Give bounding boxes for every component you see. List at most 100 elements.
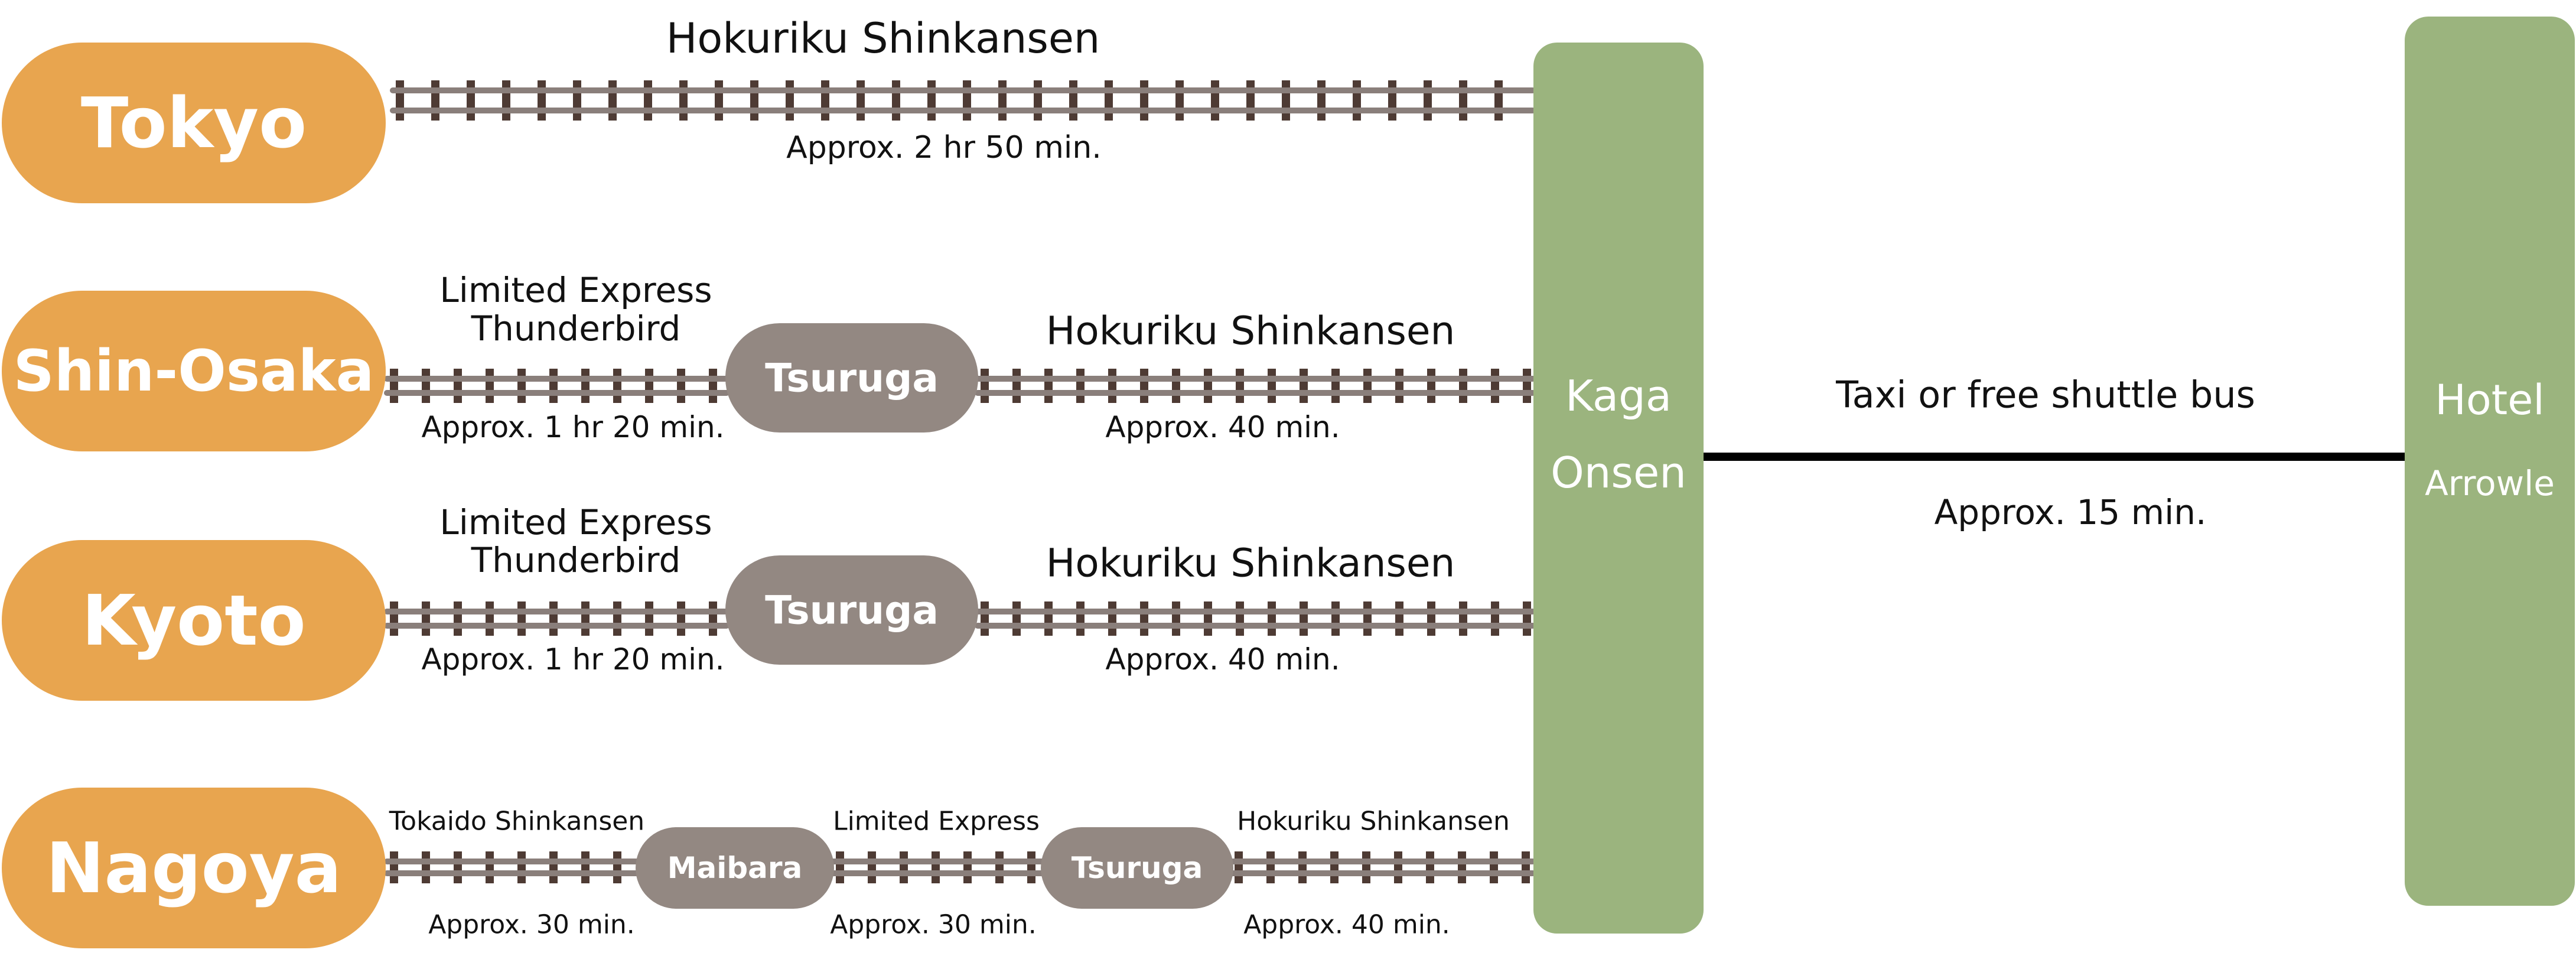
- rail-tie: [608, 80, 617, 121]
- rail-tie: [1105, 80, 1113, 121]
- rail-tie: [422, 851, 430, 883]
- rail-tie: [613, 851, 621, 883]
- rail-tie: [1076, 369, 1085, 403]
- rail-tie: [1027, 851, 1035, 883]
- origin-kyoto: Kyoto: [2, 540, 386, 701]
- rail-tie: [644, 80, 652, 121]
- rail-tie: [549, 601, 558, 636]
- rail-tie: [709, 369, 717, 403]
- rail-tie: [613, 601, 621, 636]
- rail-tie: [1266, 851, 1275, 883]
- rail-tie: [1246, 80, 1255, 121]
- origin-tokyo: Tokyo: [2, 43, 386, 203]
- rail-tie: [963, 851, 972, 883]
- rail-tie: [1424, 80, 1432, 121]
- rail-tie: [981, 369, 989, 403]
- track-shin-osaka-2: [975, 369, 1536, 403]
- rail-tie: [517, 601, 526, 636]
- kaga-onsen-label-1: Kaga: [1565, 371, 1672, 421]
- transport-mode-label: Taxi or free shuttle bus: [1835, 373, 2255, 417]
- rail-tie: [709, 601, 717, 636]
- rail-tie: [573, 80, 581, 121]
- hotel-label-2: Arrowle: [2425, 463, 2555, 503]
- line-label: Limited Express: [439, 270, 712, 310]
- rail-tie: [1459, 369, 1467, 403]
- rail-tie: [1491, 601, 1499, 636]
- rail-tie: [1108, 369, 1116, 403]
- rail-tie: [581, 369, 590, 403]
- rail-tie: [1268, 601, 1276, 636]
- transfer-label: Tsuruga: [765, 356, 939, 401]
- transfer-box: [725, 555, 978, 665]
- rail-tie: [645, 369, 653, 403]
- rail-tie: [549, 369, 558, 403]
- rail-tie: [1034, 80, 1042, 121]
- rail-tie: [1394, 851, 1402, 883]
- rail-tie: [1459, 80, 1467, 121]
- rail-tie: [422, 601, 430, 636]
- rail-tie: [1427, 601, 1435, 636]
- rail-tracks: [384, 80, 1536, 883]
- rail-tie: [431, 80, 439, 121]
- rail-tie: [454, 369, 462, 403]
- rail-tie: [613, 369, 621, 403]
- rail-tie: [390, 601, 398, 636]
- origin-box: [2, 788, 386, 948]
- rail-tie: [857, 80, 865, 121]
- rail-tie: [1459, 601, 1467, 636]
- hotel-label-1: Hotel: [2435, 376, 2544, 424]
- rail-tie: [538, 80, 546, 121]
- line-label: Thunderbird: [471, 540, 681, 580]
- rail-tie: [1140, 601, 1148, 636]
- rail-tie: [1395, 369, 1403, 403]
- transfer-box: [636, 827, 834, 909]
- rail-tie: [1235, 851, 1243, 883]
- track-nagoya-2: [830, 851, 1046, 883]
- origin-shin-osaka: Shin-Osaka: [2, 291, 386, 451]
- rail-tie: [1353, 80, 1361, 121]
- rail-tie: [1426, 851, 1434, 883]
- rail-tie: [1388, 80, 1396, 121]
- rail-tie: [821, 80, 829, 121]
- transfer-tsuruga-nagoya: Tsuruga: [1041, 827, 1233, 909]
- rail-tie: [396, 80, 404, 121]
- rail-tie: [1236, 369, 1244, 403]
- kaga-onsen-box: [1533, 43, 1704, 934]
- rail-tie: [836, 851, 844, 883]
- track-tokyo: [390, 80, 1536, 121]
- rail-tie: [1282, 80, 1290, 121]
- hotel-box: [2405, 17, 2575, 906]
- rail-tie: [1298, 851, 1307, 883]
- origin-box: [2, 43, 386, 203]
- rail-tie: [486, 601, 494, 636]
- transfer-label: Tsuruga: [765, 588, 939, 633]
- rail-tie: [1427, 369, 1435, 403]
- line-label: Limited Express: [439, 502, 712, 542]
- track-nagoya-3: [1229, 851, 1536, 883]
- rail-tie: [1012, 369, 1021, 403]
- origin-label: Shin-Osaka: [14, 338, 374, 404]
- transfer-box: [725, 323, 978, 433]
- rail-tie: [581, 601, 590, 636]
- rail-tie: [1140, 369, 1148, 403]
- rail-tie: [1317, 80, 1326, 121]
- time-label: Approx. 1 hr 20 min.: [421, 642, 724, 677]
- rail-tie: [1204, 601, 1212, 636]
- rail-tie: [517, 369, 526, 403]
- rail-tie: [677, 601, 685, 636]
- rail-tie: [1491, 369, 1499, 403]
- rail-tie: [486, 851, 494, 883]
- rail-tie: [927, 80, 936, 121]
- rail-tie: [517, 851, 526, 883]
- rail-tie: [1172, 369, 1180, 403]
- rail-tie: [900, 851, 908, 883]
- rail-tie: [486, 369, 494, 403]
- time-label: Approx. 1 hr 20 min.: [421, 410, 724, 444]
- rail-tie: [786, 80, 794, 121]
- line-label: Limited Express: [833, 807, 1040, 837]
- rail-tie: [1140, 80, 1148, 121]
- kaga-onsen-station: Kaga Onsen: [1533, 43, 1704, 934]
- rail-tie: [963, 80, 971, 121]
- rail-tie: [679, 80, 688, 121]
- rail-tie: [1300, 601, 1308, 636]
